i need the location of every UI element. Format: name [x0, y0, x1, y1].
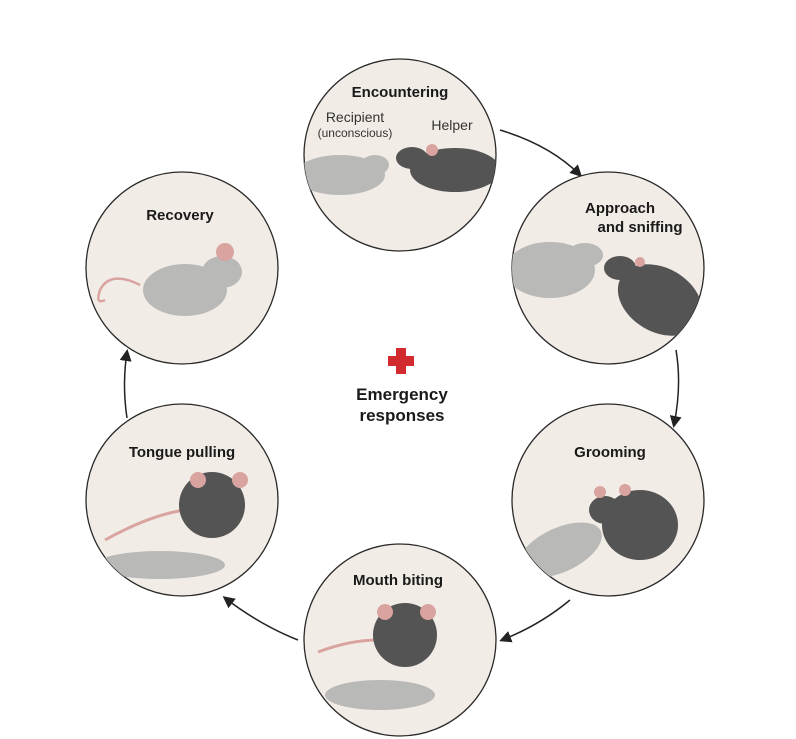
recipient-mouse [518, 522, 602, 578]
step-label: Grooming [574, 444, 646, 461]
helper-mouse [373, 603, 437, 667]
center-title-line-2: responses [359, 406, 444, 425]
arrow-2-to-3 [669, 349, 682, 428]
step-approach-and-sniffing: Approach and sniffing [511, 171, 705, 365]
helper-mouse [410, 148, 496, 192]
arrow-5-to-6 [119, 349, 132, 419]
step-mouth-biting: Mouth biting [303, 543, 497, 737]
red-cross-icon [388, 348, 414, 374]
step-tongue-pulling: Tongue pulling [85, 403, 279, 597]
arrow-3-to-4 [499, 599, 571, 643]
arrow-4-to-5 [222, 596, 299, 641]
step-label: Encountering [352, 84, 449, 101]
recipient-mouse [95, 551, 225, 579]
step-label-line-1: Approach [585, 200, 655, 217]
step-label-line-2: and sniffing [598, 219, 683, 236]
step-label: Recovery [146, 207, 214, 224]
cycle-arrows [119, 129, 682, 643]
step-grooming: Grooming [511, 403, 705, 597]
recipient-mouse [325, 680, 435, 710]
step-label: Tongue pulling [129, 444, 235, 461]
helper-mouse [179, 472, 245, 538]
center-title-line-1: Emergency [356, 385, 448, 404]
helper-mouse [617, 264, 703, 336]
recipient-note: (unconscious) [318, 126, 393, 140]
recipient-label: Recipient [326, 109, 384, 125]
helper-label: Helper [431, 117, 473, 133]
center-title: Emergency responses [356, 348, 448, 425]
helper-mouse [602, 490, 678, 560]
arrow-1-to-2 [499, 129, 583, 178]
step-encountering: Encountering Recipient (unconscious) Hel… [303, 58, 497, 252]
step-recovery: Recovery [85, 171, 279, 365]
step-label: Mouth biting [353, 572, 443, 589]
